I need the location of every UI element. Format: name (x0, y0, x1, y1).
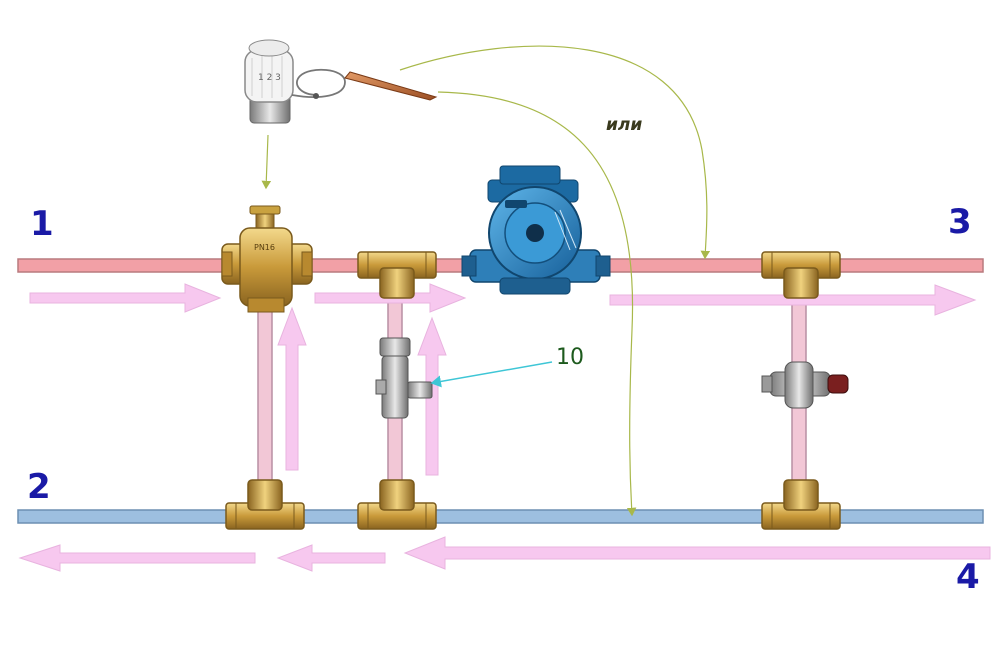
flow-arrow-return-1 (18, 544, 256, 572)
label-ili: или (606, 115, 642, 135)
tee-fitting-icon (225, 479, 305, 530)
label-callout-10: 10 (556, 345, 584, 370)
callout-line-10 (430, 361, 553, 388)
tee-fitting-icon (357, 251, 437, 299)
flow-arrow-supply-3 (609, 284, 977, 316)
signal-line-sensor-to-supply (399, 45, 711, 260)
label-point-4: 4 (956, 557, 980, 597)
flow-arrow-return-2 (276, 544, 386, 572)
thermostatic-head-icon: 1 2 3 (244, 39, 438, 124)
circulation-pump-icon (461, 165, 611, 295)
tee-fitting-icon (761, 251, 841, 299)
label-point-1: 1 (30, 204, 54, 244)
signal-lines (261, 45, 711, 517)
flow-arrows (18, 283, 991, 572)
label-point-2: 2 (27, 467, 51, 507)
bypass-valve-icon (375, 337, 433, 419)
flow-arrow-supply-1 (29, 283, 222, 313)
signal-line-sensor-to-return (437, 91, 637, 517)
balancing-valve-icon (761, 361, 849, 409)
svg-text:1 2 3: 1 2 3 (258, 73, 281, 83)
vertical-pipes (257, 294, 807, 496)
svg-text:PN16: PN16 (254, 243, 275, 252)
flow-arrow-return-3 (403, 536, 991, 570)
label-point-3: 3 (948, 202, 972, 242)
signal-line-head-to-valve (261, 134, 272, 190)
flow-arrow-up-1 (277, 306, 307, 471)
three-way-valve-icon: PN16 (221, 205, 313, 313)
tee-fitting-icon (357, 479, 437, 530)
tee-fitting-icon (761, 479, 841, 530)
